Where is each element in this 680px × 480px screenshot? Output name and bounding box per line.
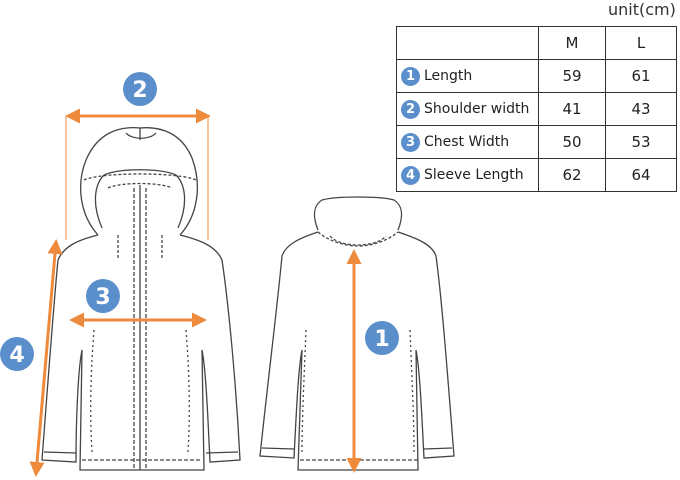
cell-m: 59 [538,59,606,93]
marker-4: 4 [0,337,34,371]
unit-label: unit(cm) [608,0,676,19]
number-4-badge: 4 [401,165,420,185]
number-3-badge: 3 [401,132,420,152]
number-2-badge: 2 [401,99,420,119]
marker-3: 3 [86,279,120,313]
cell-l: 43 [605,92,677,126]
svg-text:4: 4 [9,343,24,368]
table-header-row: M L [396,26,677,60]
front-zipper [133,188,147,470]
row-label-text: Chest Width [424,134,510,150]
back-hood [313,196,403,231]
svg-text:2: 2 [132,78,147,103]
cell-l: 61 [605,59,677,93]
row-label-text: Shoulder width [424,101,530,117]
svg-text:3: 3 [95,285,110,310]
cell-m: 41 [538,92,606,126]
row-label-text: Length [424,68,473,84]
number-1-badge: 1 [401,66,420,86]
back-jacket [259,196,455,471]
sleeve-length-arrow [29,239,63,477]
header-cell-empty [396,26,539,60]
front-body [41,234,241,471]
header-cell-m: M [538,26,606,60]
front-hood-opening [94,169,186,229]
cell-m: 62 [538,158,606,192]
cell-l: 53 [605,125,677,159]
marker-1: 1 [365,321,399,355]
cell-l: 64 [605,158,677,192]
row-label-text: Sleeve Length [424,167,524,183]
front-jacket [41,126,241,471]
back-body [259,231,455,471]
marker-2: 2 [123,72,157,106]
svg-text:1: 1 [374,327,389,352]
